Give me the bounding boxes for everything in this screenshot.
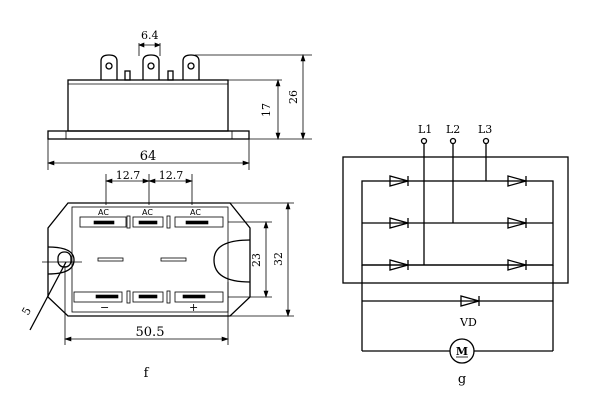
dim-width: 64 <box>47 139 250 170</box>
figure-g-caption: g <box>458 372 466 387</box>
bridge-circuit: L1 L2 L3 <box>342 123 569 387</box>
figure-f-caption: f <box>144 366 150 381</box>
dim-inner-height-label: 23 <box>250 253 263 267</box>
module-outline <box>47 202 251 317</box>
middle-slot-right <box>160 257 187 262</box>
dim-hole-spacing-label: 50.5 <box>136 325 165 340</box>
dim-hole-spacing: 50.5 <box>64 266 229 345</box>
dim-terminal-pitch: 12.7 12.7 <box>105 169 193 205</box>
dim-body-height-label: 17 <box>260 103 273 117</box>
motor-label: M <box>456 345 468 358</box>
inner-frame <box>71 206 229 313</box>
terminal-ac-2-label: AC <box>142 208 153 217</box>
terminal-ac-1-label: AC <box>98 208 109 217</box>
left-mounting-hole: 5 <box>19 246 82 331</box>
diode-left-bottom <box>389 259 411 271</box>
right-mounting-notch <box>213 239 251 283</box>
diode-left-top <box>389 175 411 187</box>
terminal-ac-3-label: AC <box>190 208 201 217</box>
terminal-pins <box>100 54 200 81</box>
dim-pin-pitch-label: 6.4 <box>141 29 159 42</box>
dim-plan-heights: 23 32 <box>228 202 294 317</box>
freewheel-diode-label: VD <box>459 316 477 329</box>
phase-l1-label: L1 <box>418 123 432 136</box>
dim-width-label: 64 <box>140 149 157 164</box>
module-body <box>67 79 229 132</box>
module-side-view: 6.4 17 26 64 <box>47 29 312 170</box>
l2-terminal <box>449 137 457 145</box>
freewheel-diode <box>460 295 482 307</box>
module-plan-view: 12.7 12.7 5 AC AC AC <box>19 169 294 381</box>
phase-l2-label: L2 <box>446 123 460 136</box>
middle-slot-left <box>97 257 124 262</box>
ac-terminals: AC AC AC <box>79 208 224 229</box>
l3-terminal <box>482 137 490 145</box>
diode-right-bottom <box>507 259 529 271</box>
hole-note-label: 5 <box>19 305 34 318</box>
phase-l3-label: L3 <box>478 123 492 136</box>
diode-left-middle <box>389 217 411 229</box>
diode-right-top <box>507 175 529 187</box>
dim-pin-pitch: 6.4 <box>138 29 161 56</box>
diode-right-middle <box>507 217 529 229</box>
terminal-minus-label: − <box>100 301 109 314</box>
l1-terminal <box>420 137 428 145</box>
motor-symbol <box>449 338 475 364</box>
dim-pitch-1-label: 12.7 <box>116 169 141 182</box>
module-base-plate <box>47 130 250 140</box>
dim-outer-height-label: 32 <box>272 252 285 266</box>
outer-enclosure <box>342 156 569 284</box>
dc-terminals: − + <box>73 290 224 314</box>
dim-total-height-label: 26 <box>287 90 300 104</box>
dim-pitch-2-label: 12.7 <box>159 169 184 182</box>
terminal-plus-label: + <box>189 301 198 314</box>
dim-heights: 17 26 <box>195 54 312 140</box>
